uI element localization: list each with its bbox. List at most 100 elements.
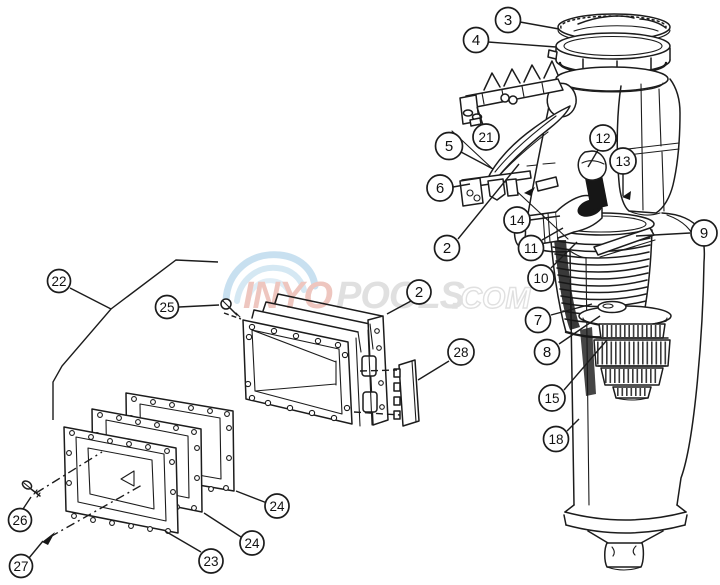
leader-4 <box>487 41 557 48</box>
valve-knob <box>577 150 607 181</box>
leader-21 <box>476 106 484 126</box>
leader-5 <box>460 151 494 170</box>
leader-2-upper <box>457 163 520 240</box>
leader-8 <box>558 315 601 345</box>
callout-25: 25 <box>154 294 180 320</box>
cartridge-assembly <box>578 300 672 401</box>
callout-12: 12 <box>589 124 617 152</box>
bottom-fitting <box>604 542 645 571</box>
faceplate-frames <box>21 392 235 545</box>
valve-stem <box>585 175 608 210</box>
callout-27: 27 <box>8 553 34 579</box>
callout-5: 5 <box>434 131 464 161</box>
leader-10 <box>550 241 578 269</box>
svg-text:18: 18 <box>548 432 563 447</box>
leader-24-upper <box>235 490 268 504</box>
watermark-swirl-logo <box>222 251 319 305</box>
collar-tab <box>547 49 558 60</box>
screw-alignment-dash <box>223 312 242 320</box>
leader-22 <box>69 287 112 310</box>
front-flange-holes <box>244 323 351 422</box>
throat-box-assembly <box>220 293 420 427</box>
callout-24-upper: 24 <box>264 493 290 519</box>
leader-3 <box>519 21 560 30</box>
weir-assembly <box>451 60 571 240</box>
callout-26: 26 <box>7 507 33 533</box>
faceplate-frame-front <box>63 426 179 534</box>
weir-bracket-part <box>459 162 559 207</box>
svg-text:11: 11 <box>524 241 538 256</box>
svg-text:10: 10 <box>533 271 548 286</box>
svg-text:5: 5 <box>445 138 453 155</box>
leader-2-mid <box>386 300 412 315</box>
leader-lines <box>22 21 691 559</box>
callout-6: 6 <box>426 174 454 202</box>
screw-26-axis-line <box>35 451 103 494</box>
callouts-layer: 3 4 21 5 6 2 12 13 14 11 9 10 7 8 15 18 … <box>7 6 718 579</box>
leader-7 <box>550 303 593 316</box>
callout-11: 11 <box>517 234 545 262</box>
callout-24-lower: 24 <box>239 530 265 556</box>
svg-text:13: 13 <box>615 154 630 169</box>
leader-15 <box>563 339 608 391</box>
callout-18: 18 <box>542 425 570 453</box>
svg-text:24: 24 <box>244 536 260 551</box>
svg-text:23: 23 <box>203 554 218 569</box>
leader-23 <box>164 530 202 553</box>
svg-text:2: 2 <box>443 240 451 257</box>
svg-text:26: 26 <box>12 513 27 528</box>
leader-28 <box>417 360 450 381</box>
leader-18 <box>566 418 580 432</box>
callout-9: 9 <box>690 219 718 247</box>
leader-12 <box>587 149 599 168</box>
leader-11 <box>541 227 564 241</box>
watermark-text-pools: POOLS <box>336 275 465 317</box>
leader-27 <box>28 540 44 559</box>
svg-text:14: 14 <box>509 213 525 228</box>
svg-text:4: 4 <box>472 32 480 49</box>
leader-13-arrowhead <box>622 191 631 200</box>
svg-text:25: 25 <box>159 300 174 315</box>
callout-28: 28 <box>447 338 475 366</box>
callout-8: 8 <box>533 338 561 366</box>
spacer-strip-part <box>393 359 420 427</box>
screw-27-axis-line <box>49 484 143 538</box>
screw-25-part <box>220 298 241 318</box>
svg-text:22: 22 <box>51 274 66 289</box>
svg-text:2: 2 <box>415 284 423 301</box>
svg-text:9: 9 <box>700 225 708 242</box>
leader-14 <box>529 215 561 221</box>
svg-text:7: 7 <box>534 312 542 329</box>
watermark-text-com: .COM <box>452 282 531 315</box>
svg-text:15: 15 <box>544 391 559 406</box>
leader-6 <box>452 183 471 188</box>
watermark: INYO POOLS .COM <box>222 251 532 317</box>
callout-21: 21 <box>472 123 500 151</box>
svg-text:27: 27 <box>13 559 28 574</box>
svg-text:28: 28 <box>453 345 468 360</box>
callout-15: 15 <box>538 384 566 412</box>
screw-26-part <box>21 480 41 498</box>
leader-9 <box>635 232 691 237</box>
spacer-alignment-dashes <box>353 369 401 416</box>
svg-text:24: 24 <box>269 499 285 514</box>
callout-7: 7 <box>524 306 552 334</box>
callout-14: 14 <box>503 206 531 234</box>
callout-10: 10 <box>527 264 555 292</box>
svg-text:12: 12 <box>595 131 610 146</box>
svg-text:8: 8 <box>543 344 551 361</box>
callout-3: 3 <box>494 6 522 34</box>
callout-22: 22 <box>46 268 72 294</box>
screw-27-part <box>42 532 55 545</box>
svg-text:6: 6 <box>436 180 444 197</box>
rack-part <box>459 60 564 127</box>
svg-text:3: 3 <box>504 12 512 29</box>
basket-shadow <box>554 240 580 330</box>
leader-24-lower <box>203 512 242 538</box>
leader-22-extent <box>52 259 219 420</box>
callout-13: 13 <box>609 147 637 175</box>
callout-2-upper: 2 <box>433 234 461 262</box>
leader-25 <box>178 304 220 308</box>
